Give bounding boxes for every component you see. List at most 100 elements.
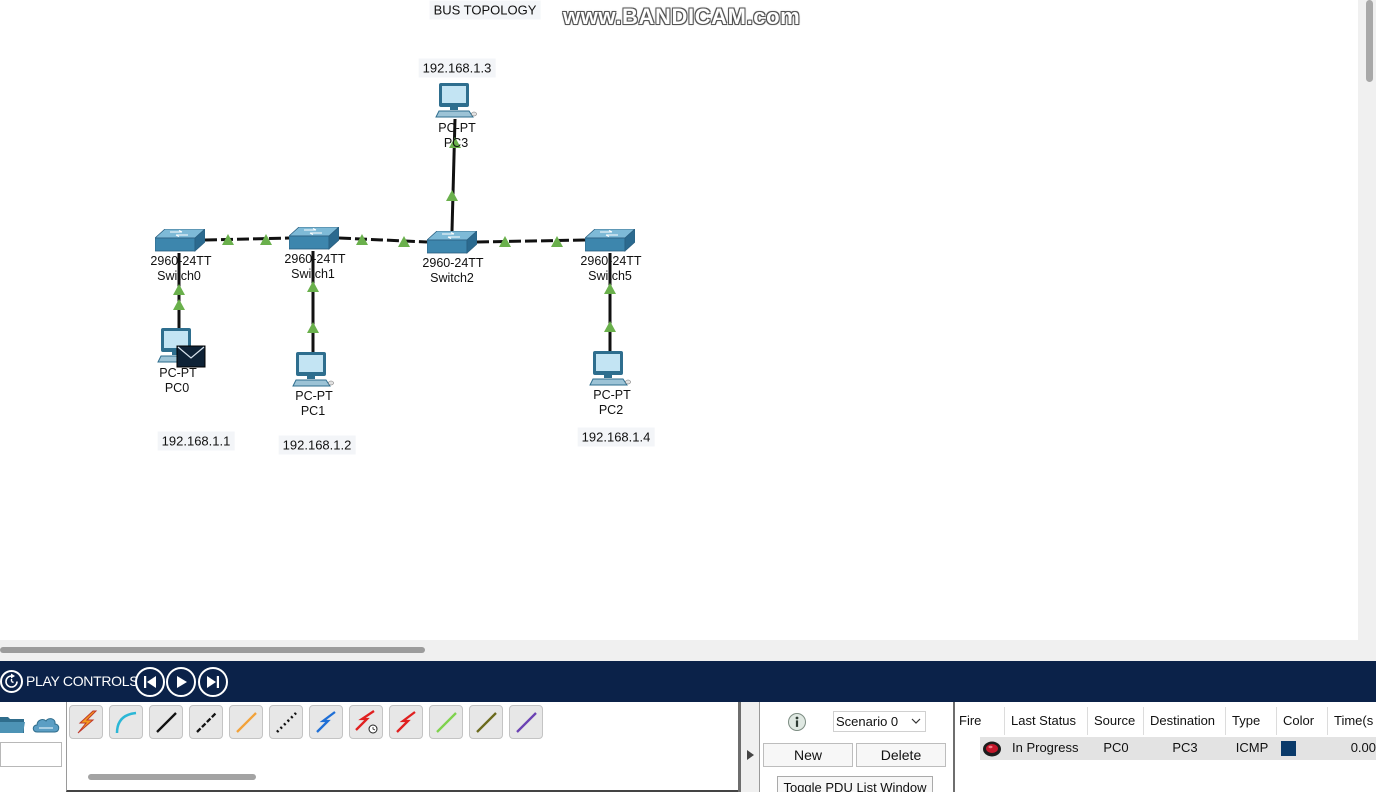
pc2-ip-note: 192.168.1.4: [577, 427, 655, 447]
pdu-list-table: Fire Last Status Source Destination Type…: [955, 702, 1376, 792]
serial-dte-cable-button[interactable]: [389, 705, 423, 739]
switch2-name-label: Switch2: [430, 271, 474, 285]
pc3-ip-note: 192.168.1.3: [418, 58, 496, 78]
horizontal-scroll-thumb[interactable]: [0, 647, 425, 653]
column-header-type[interactable]: Type: [1232, 713, 1261, 728]
back-icon: [144, 676, 156, 688]
console-cable-button[interactable]: [109, 705, 143, 739]
pc3-icon[interactable]: [435, 83, 477, 118]
play-button[interactable]: [166, 667, 196, 697]
serial-dce-cable-icon: [355, 710, 378, 734]
workspace-canvas[interactable]: BUS TOPOLOGY 192.168.1.3 PC-PT PC3 2960-…: [0, 0, 1358, 640]
pc1-model-label: PC-PT: [295, 389, 333, 403]
expand-panel-icon[interactable]: [747, 750, 754, 760]
usb-cable-button[interactable]: [509, 705, 543, 739]
switch5-icon[interactable]: [585, 229, 635, 252]
serial-dte-cable-icon: [396, 711, 416, 733]
column-separator: [1225, 707, 1226, 735]
chevron-down-icon: [911, 718, 921, 724]
pc3-name-label: PC3: [443, 136, 469, 150]
link-switch0-switch1: [204, 236, 290, 242]
pc0-name-label: PC0: [164, 381, 190, 395]
link-pc3-switch2: [450, 118, 457, 232]
vertical-scroll-thumb[interactable]: [1366, 0, 1373, 82]
link-light: [499, 236, 511, 247]
topology-title-note: BUS TOPOLOGY: [429, 0, 541, 20]
column-header-color[interactable]: Color: [1283, 713, 1315, 728]
column-header-time[interactable]: Time(s: [1334, 713, 1374, 728]
new-scenario-button[interactable]: New: [763, 743, 853, 767]
canvas-vertical-scrollbar[interactable]: [1358, 0, 1376, 640]
link-light: [551, 236, 563, 247]
pc3-model-label: PC-PT: [438, 121, 476, 135]
phone-cable-button[interactable]: [269, 705, 303, 739]
toggle-pdu-list-button[interactable]: Toggle PDU List Window: [777, 776, 933, 792]
delete-scenario-button[interactable]: Delete: [856, 743, 946, 767]
column-separator: [1276, 707, 1277, 735]
switch0-icon[interactable]: [155, 229, 205, 252]
link-light: [222, 234, 234, 245]
link-light: [356, 234, 368, 245]
serial-dce-cable-button[interactable]: [349, 705, 383, 739]
forward-button[interactable]: [198, 667, 228, 697]
column-separator: [1087, 707, 1088, 735]
connection-types-panel: [66, 702, 738, 792]
back-button[interactable]: [135, 667, 165, 697]
pdu-source: PC0: [1103, 740, 1129, 755]
column-header-source[interactable]: Source: [1094, 713, 1136, 728]
canvas-horizontal-scrollbar[interactable]: [0, 640, 1376, 661]
switch2-model-label: 2960-24TT: [422, 256, 484, 270]
info-icon[interactable]: [787, 712, 807, 732]
switch5-model-label: 2960-24TT: [580, 254, 642, 268]
topology-diagram: [155, 83, 635, 387]
column-header-destination[interactable]: Destination: [1150, 713, 1216, 728]
straight-through-cable-icon: [156, 712, 177, 733]
panel-divider: [953, 702, 955, 792]
cloud-icon[interactable]: [31, 715, 61, 735]
column-header-fire[interactable]: Fire: [959, 713, 982, 728]
switch1-icon[interactable]: [289, 227, 339, 250]
cross-over-cable-icon: [196, 712, 217, 733]
coaxial-cable-icon: [316, 711, 336, 733]
switch5-name-label: Switch5: [588, 269, 632, 283]
column-separator: [1327, 707, 1328, 735]
envelope-icon[interactable]: [176, 345, 206, 368]
pc2-model-label: PC-PT: [593, 388, 631, 402]
fiber-cable-button[interactable]: [229, 705, 263, 739]
folder-icon[interactable]: [0, 714, 26, 734]
automatic-cable-button[interactable]: [69, 705, 103, 739]
column-header-last-status[interactable]: Last Status: [1011, 713, 1077, 728]
switch2-icon[interactable]: [427, 231, 477, 254]
console-cable-icon: [115, 711, 137, 734]
fiber-cable-icon: [236, 712, 257, 733]
iot-cable-icon: [476, 712, 497, 733]
switch0-name-label: Switch0: [157, 269, 201, 283]
pdu-type: ICMP: [1235, 740, 1269, 755]
column-separator: [1004, 707, 1005, 735]
pdu-destination: PC3: [1172, 740, 1198, 755]
scenario-select-value: Scenario 0: [836, 714, 899, 729]
link-light: [604, 321, 616, 332]
link-light: [307, 281, 319, 292]
octal-cable-button[interactable]: [429, 705, 463, 739]
panel-splitter[interactable]: [738, 702, 760, 792]
scenario-select[interactable]: Scenario 0: [833, 711, 926, 732]
iot-cable-button[interactable]: [469, 705, 503, 739]
pc1-name-label: PC1: [300, 404, 326, 418]
scenario-panel: Scenario 0 New Delete Toggle PDU List Wi…: [760, 702, 953, 792]
forward-icon: [207, 676, 219, 688]
pc1-icon[interactable]: [292, 352, 334, 387]
fire-icon[interactable]: [982, 739, 1002, 759]
pc1-ip-note: 192.168.1.2: [278, 435, 356, 455]
cross-over-cable-button[interactable]: [189, 705, 223, 739]
reset-simulation-icon[interactable]: [0, 670, 23, 693]
pc2-icon[interactable]: [589, 351, 631, 386]
pc0-model-label: PC-PT: [159, 366, 197, 380]
straight-through-cable-button[interactable]: [149, 705, 183, 739]
pc0-ip-note: 192.168.1.1: [157, 431, 235, 451]
coaxial-cable-button[interactable]: [309, 705, 343, 739]
connections-scroll-thumb[interactable]: [88, 774, 256, 780]
switch0-model-label: 2960-24TT: [150, 254, 212, 268]
table-row[interactable]: In Progress PC0 PC3 ICMP 0.00: [980, 737, 1376, 760]
